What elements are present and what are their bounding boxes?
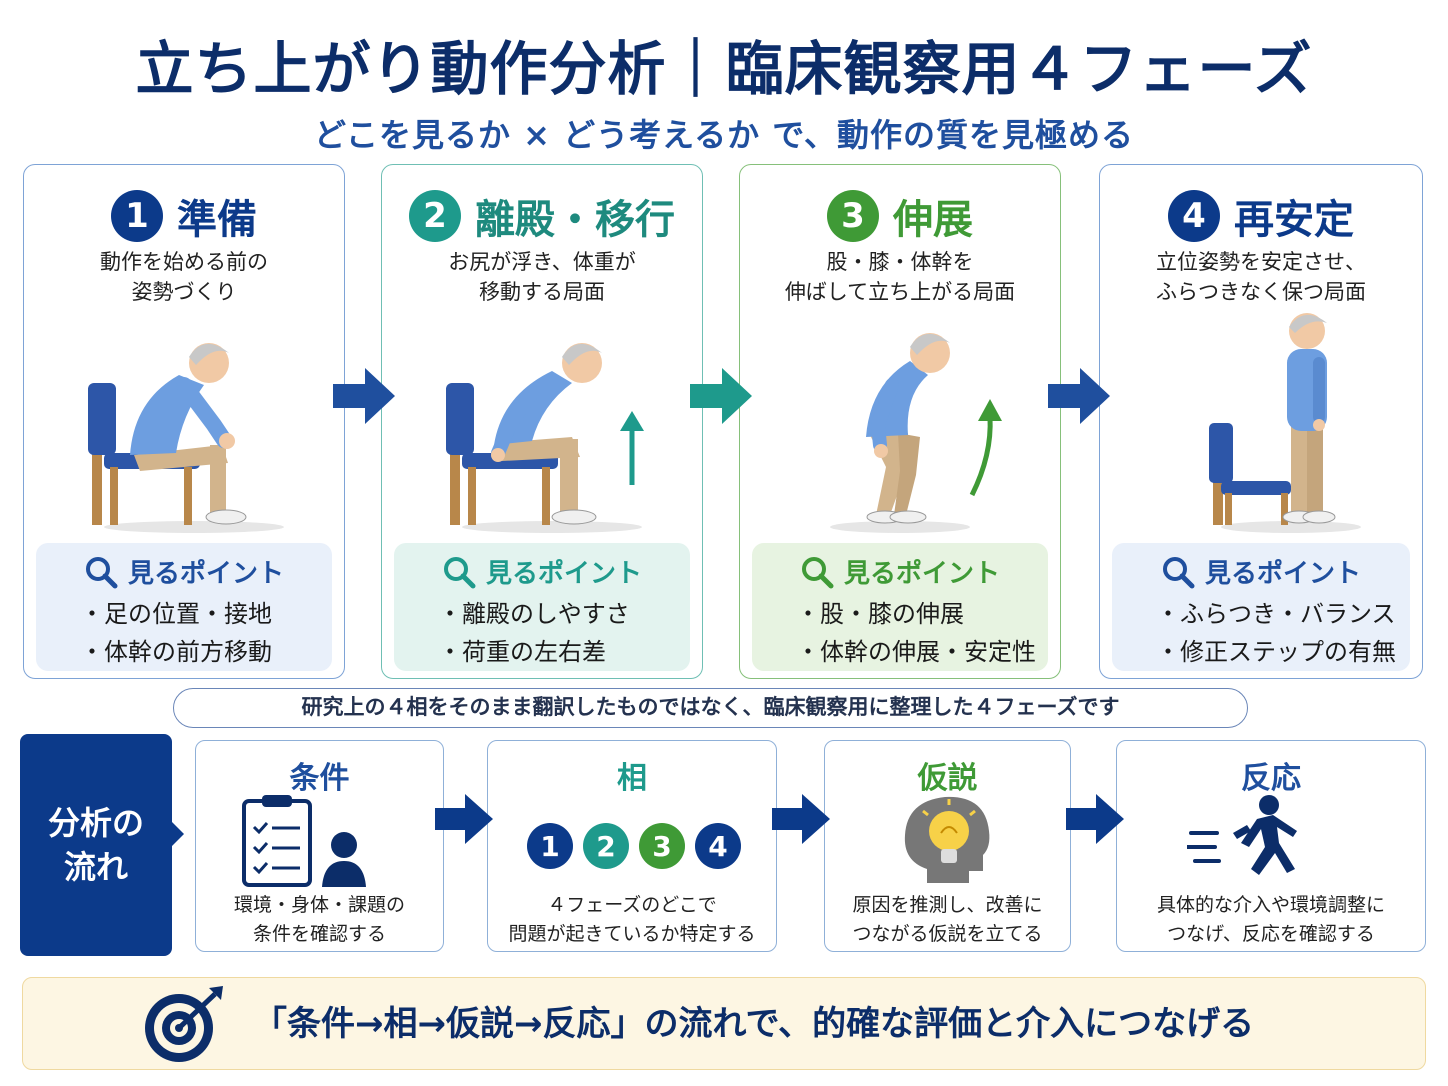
magnifier-icon bbox=[443, 556, 476, 588]
phase-description: 動作を始める前の 姿勢づくり bbox=[100, 250, 268, 304]
look-points-label: 見るポイント bbox=[843, 559, 1000, 589]
arrow-right-icon bbox=[1048, 368, 1110, 424]
standing-person-illustration bbox=[1209, 313, 1361, 533]
look-point-item: ・離殿のしやすさ bbox=[438, 600, 630, 628]
phase-number-row: 1 2 3 4 bbox=[527, 823, 741, 869]
phase-title: 伸展 bbox=[893, 197, 973, 243]
phase-number-badge: 1 bbox=[111, 190, 163, 242]
look-point-item: ・体幹の前方移動 bbox=[80, 638, 272, 666]
page-title: 立ち上がり動作分析｜臨床観察用４フェーズ bbox=[135, 35, 1313, 103]
magnifier-icon bbox=[801, 556, 834, 588]
step-title: 反応 bbox=[1241, 761, 1301, 796]
arrow-right-icon bbox=[333, 368, 395, 424]
look-point-item: ・ふらつき・バランス bbox=[1156, 600, 1396, 628]
look-point-item: ・体幹の伸展・安定性 bbox=[796, 638, 1036, 666]
summary-banner-text: 「条件→相→仮説→反応」の流れで、的確な評価と介入につなげる bbox=[253, 1004, 1255, 1044]
look-points-panel: 見るポイント ・離殿のしやすさ ・荷重の左右差 bbox=[394, 543, 690, 671]
look-points-panel: 見るポイント ・股・膝の伸展 ・体幹の伸展・安定性 bbox=[752, 543, 1048, 671]
look-points-label: 見るポイント bbox=[485, 559, 642, 589]
phase-number-badge: 2 bbox=[409, 190, 461, 242]
arrow-right-icon bbox=[1066, 794, 1124, 844]
phase-title: 準備 bbox=[177, 197, 257, 243]
flow-step-hypothesis: 仮説 原因を推測し、改善に つながる仮説を立てる bbox=[824, 740, 1071, 952]
arrow-right-icon bbox=[772, 794, 830, 844]
head-lightbulb-icon bbox=[904, 796, 990, 883]
flow-step-phase: 相 1 2 3 4 ４フェーズのどこで 問題が起きているか特定する bbox=[487, 740, 777, 952]
arrow-right-icon bbox=[435, 794, 493, 844]
flow-step-response: 反応 具体的な介入や環境調整に つなげ、反応を確認する bbox=[1116, 740, 1426, 952]
magnifier-icon bbox=[1162, 556, 1195, 588]
phase-card-3: 3 伸展 股・膝・体幹を 伸ばして立ち上がる局面 見るポイント ・股・膝の伸展 … bbox=[739, 164, 1061, 679]
step-description: 原因を推測し、改善に つながる仮説を立てる bbox=[852, 894, 1043, 945]
look-point-item: ・修正ステップの有無 bbox=[1156, 638, 1396, 666]
phase-description: お尻が浮き、体重が 移動する局面 bbox=[448, 250, 636, 304]
summary-banner: 「条件→相→仮説→反応」の流れで、的確な評価と介入につなげる bbox=[22, 977, 1426, 1070]
phase-number-circle: 2 bbox=[583, 823, 629, 869]
look-points-label: 見るポイント bbox=[127, 559, 284, 589]
phase-card-1: 1 準備 動作を始める前の 姿勢づくり 見るポイント ・足の位置・接地 ・体幹の… bbox=[23, 164, 345, 679]
phase-number-badge: 4 bbox=[1168, 190, 1220, 242]
phase-description: 股・膝・体幹を 伸ばして立ち上がる局面 bbox=[784, 250, 1016, 304]
phase-number-circle: 3 bbox=[639, 823, 685, 869]
phase-title: 再安定 bbox=[1234, 197, 1354, 243]
step-description: ４フェーズのどこで 問題が起きているか特定する bbox=[508, 894, 756, 945]
look-point-item: ・股・膝の伸展 bbox=[796, 600, 964, 628]
phase-title: 離殿・移行 bbox=[475, 197, 675, 243]
flow-step-condition: 条件 環境・身体・課題の 条件を確認する bbox=[195, 740, 444, 952]
step-title: 相 bbox=[617, 761, 647, 796]
phase-card-4: 4 再安定 立位姿勢を安定させ、 ふらつきなく保つ局面 見るポイント ・ふらつき… bbox=[1099, 164, 1423, 679]
phase-description: 立位姿勢を安定させ、 ふらつきなく保つ局面 bbox=[1156, 250, 1366, 304]
look-point-item: ・足の位置・接地 bbox=[80, 600, 272, 628]
extending-person-illustration bbox=[830, 333, 1002, 533]
phase-number-circle: 4 bbox=[695, 823, 741, 869]
look-points-panel: 見るポイント ・ふらつき・バランス ・修正ステップの有無 bbox=[1112, 543, 1410, 671]
sitting-person-illustration bbox=[88, 343, 284, 533]
phase-card-2: 2 離殿・移行 お尻が浮き、体重が 移動する局面 見るポイント ・離殿のしやすさ… bbox=[381, 164, 703, 679]
step-title: 条件 bbox=[289, 761, 350, 796]
flow-label-box: 分析の 流れ bbox=[20, 734, 172, 956]
look-points-panel: 見るポイント ・足の位置・接地 ・体幹の前方移動 bbox=[36, 543, 332, 671]
target-arrow-icon bbox=[145, 986, 223, 1062]
pointer-triangle-icon bbox=[172, 822, 184, 846]
note-pill: 研究上の４相をそのまま翻訳したものではなく、臨床観察用に整理した４フェーズです bbox=[173, 688, 1248, 728]
phase-number-badge: 3 bbox=[827, 190, 879, 242]
phase-number-circle: 1 bbox=[527, 823, 573, 869]
page-subtitle: どこを見るか × どう考えるか で、動作の質を見極める bbox=[313, 116, 1135, 154]
running-person-icon bbox=[1187, 795, 1297, 875]
step-description: 環境・身体・課題の 条件を確認する bbox=[233, 894, 405, 945]
magnifier-icon bbox=[85, 556, 118, 588]
rising-person-illustration bbox=[446, 343, 644, 533]
clipboard-person-icon bbox=[242, 795, 366, 887]
look-points-label: 見るポイント bbox=[1204, 559, 1361, 589]
look-point-item: ・荷重の左右差 bbox=[438, 638, 606, 666]
step-title: 仮説 bbox=[917, 761, 978, 796]
step-description: 具体的な介入や環境調整に つなげ、反応を確認する bbox=[1156, 894, 1385, 945]
arrow-right-icon bbox=[690, 368, 752, 424]
